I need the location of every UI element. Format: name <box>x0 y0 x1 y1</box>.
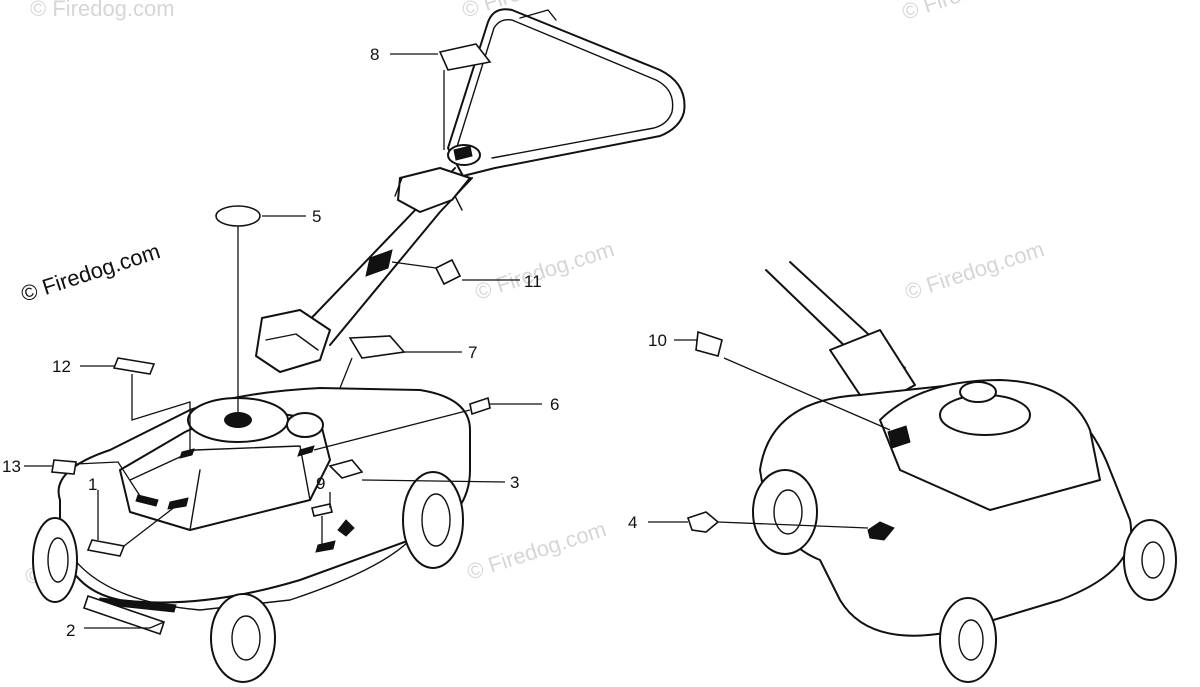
watermark-text: © Firedog.com <box>30 0 175 21</box>
callout-3: 3 <box>510 473 519 492</box>
label-8-on-handle <box>453 145 473 161</box>
callout-numbers: 8 5 11 7 12 6 13 3 9 1 2 10 4 <box>2 45 667 640</box>
label-10-on-mower <box>887 425 911 449</box>
callout-12: 12 <box>52 357 71 376</box>
oil-cap <box>286 412 324 438</box>
watermark-text: © Firedog.com <box>902 236 1047 304</box>
part-7-label <box>348 335 406 359</box>
right-wheel-side-hub <box>1141 541 1165 579</box>
part-6-label <box>469 396 491 416</box>
part-8-label <box>438 43 492 71</box>
part-9-label <box>311 503 333 517</box>
wheel-front-right <box>210 593 276 683</box>
label-6-on-deck <box>297 445 315 457</box>
part-2-label <box>82 594 166 636</box>
copyright-text: © Firedog.com <box>18 238 163 306</box>
callout-11: 11 <box>524 272 542 291</box>
callout-10: 10 <box>648 331 667 350</box>
wheel-rear-right <box>402 471 464 569</box>
right-wheel-rear-hub <box>958 619 984 661</box>
callout-2: 2 <box>66 621 75 640</box>
handle-bracket-detail <box>394 177 463 211</box>
label-1-on-deck <box>167 497 189 510</box>
callout-6: 6 <box>550 395 559 414</box>
handle-block-detail <box>265 333 319 351</box>
handle-lower-block <box>255 309 331 373</box>
part-13-label <box>51 459 77 475</box>
part-5-label <box>215 205 261 227</box>
right-wheel-side <box>1123 519 1177 601</box>
label-3-on-deck <box>337 519 355 537</box>
loose-labels <box>51 43 723 636</box>
wheel-front-left <box>32 517 78 603</box>
callout-5: 5 <box>312 207 321 226</box>
watermark-text: © Firedog.com <box>464 516 609 584</box>
part-1-label <box>86 539 126 557</box>
part-11-label <box>434 258 462 286</box>
callout-9: 9 <box>316 474 325 493</box>
label-13-on-deck <box>135 494 159 507</box>
callout-8: 8 <box>370 45 379 64</box>
callout-4: 4 <box>628 513 637 532</box>
fuel-cap <box>224 412 252 428</box>
handle-grip <box>519 9 557 21</box>
left-mower <box>32 8 686 683</box>
right-handle-block <box>829 329 916 411</box>
label-4-on-mower <box>867 521 895 541</box>
right-oil-cap <box>959 381 997 403</box>
handle-loop <box>447 8 686 177</box>
handle-loop-inner <box>455 18 674 159</box>
label-11-on-shaft <box>365 249 393 277</box>
right-mower <box>752 261 1177 683</box>
part-12-label <box>112 357 156 375</box>
right-wheel-front-hub <box>773 489 803 535</box>
label-9-on-deck <box>315 540 336 553</box>
watermark-text: © Firedog.com <box>899 0 1044 25</box>
part-4-label <box>686 511 720 533</box>
deck-skirt <box>61 539 411 611</box>
part-3-label <box>328 459 364 479</box>
part-10-label <box>695 330 723 357</box>
handle-bracket <box>397 167 471 213</box>
callout-7: 7 <box>468 343 477 362</box>
watermark-text: © Firedog.com <box>472 236 617 304</box>
right-wheel-rear <box>939 597 997 683</box>
callout-13: 13 <box>2 457 21 476</box>
right-motor-cover <box>879 379 1101 511</box>
right-wheel-front <box>752 469 818 555</box>
leader-lines <box>24 53 891 629</box>
watermark-text: © Firedog.com <box>459 0 604 23</box>
callout-1: 1 <box>88 475 97 494</box>
